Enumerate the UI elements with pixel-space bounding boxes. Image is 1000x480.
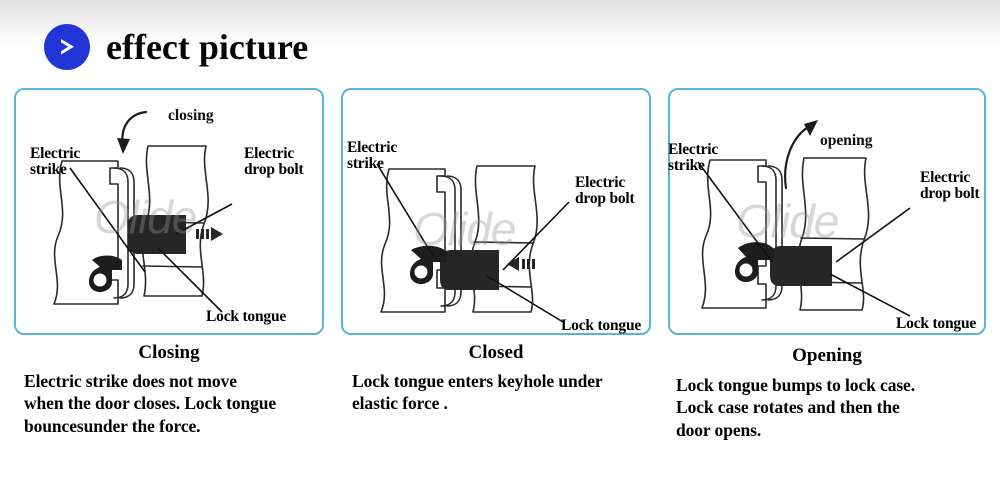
panel-closing: Olide Electric strike Electric drop bolt… [14,88,324,335]
caption-title-opening: Opening [792,345,862,366]
label-electric-strike: Electric strike [30,145,81,178]
caption-body-closing: Electric strike does not move when the d… [24,371,277,436]
top-gradient-band [0,0,1000,46]
page-title: effect picture [106,27,309,67]
lock-tongue-shape [770,246,832,286]
caption-title-closed: Closed [468,342,524,363]
panel-closed: Olide Electric strike Electric drop bolt… [341,88,651,335]
panel-closed-artwork: Olide Electric strike Electric drop bolt… [343,90,649,334]
caption-body-opening: Lock tongue bumps to lock case. Lock cas… [676,375,916,440]
label-electric-drop-bolt: Electric drop bolt [244,145,304,178]
label-electric-strike: Electric strike [668,141,719,174]
label-motion-closing: closing [168,107,214,124]
label-motion-opening: opening [820,132,873,149]
panel-opening: Olide Electric strike Electric drop bolt… [668,88,986,335]
label-lock-tongue: Lock tongue [561,317,642,334]
arrow-left-icon [507,257,535,271]
lock-diagram-closed [376,163,570,323]
lock-tongue-shape [128,215,186,254]
chevron-right-icon [44,24,90,70]
caption-title-closing: Closing [138,342,200,363]
caption-body-closed: Lock tongue enters keyhole under elastic… [352,371,603,414]
lock-diagram-closing [53,110,233,313]
label-electric-drop-bolt: Electric drop bolt [575,174,635,207]
label-electric-drop-bolt: Electric drop bolt [920,169,980,202]
label-lock-tongue: Lock tongue [206,308,287,325]
label-lock-tongue: Lock tongue [896,315,977,332]
lock-tongue-shape [440,250,499,290]
panel-opening-artwork: Olide Electric strike Electric drop bolt… [668,90,984,333]
panel-closing-artwork: Olide Electric strike Electric drop bolt… [16,90,322,333]
label-electric-strike: Electric strike [347,139,398,172]
lock-diagram-opening [697,120,911,317]
curved-arrow-up-icon [784,124,812,190]
arrow-right-icon [196,227,223,241]
page-header: effect picture [44,18,308,76]
